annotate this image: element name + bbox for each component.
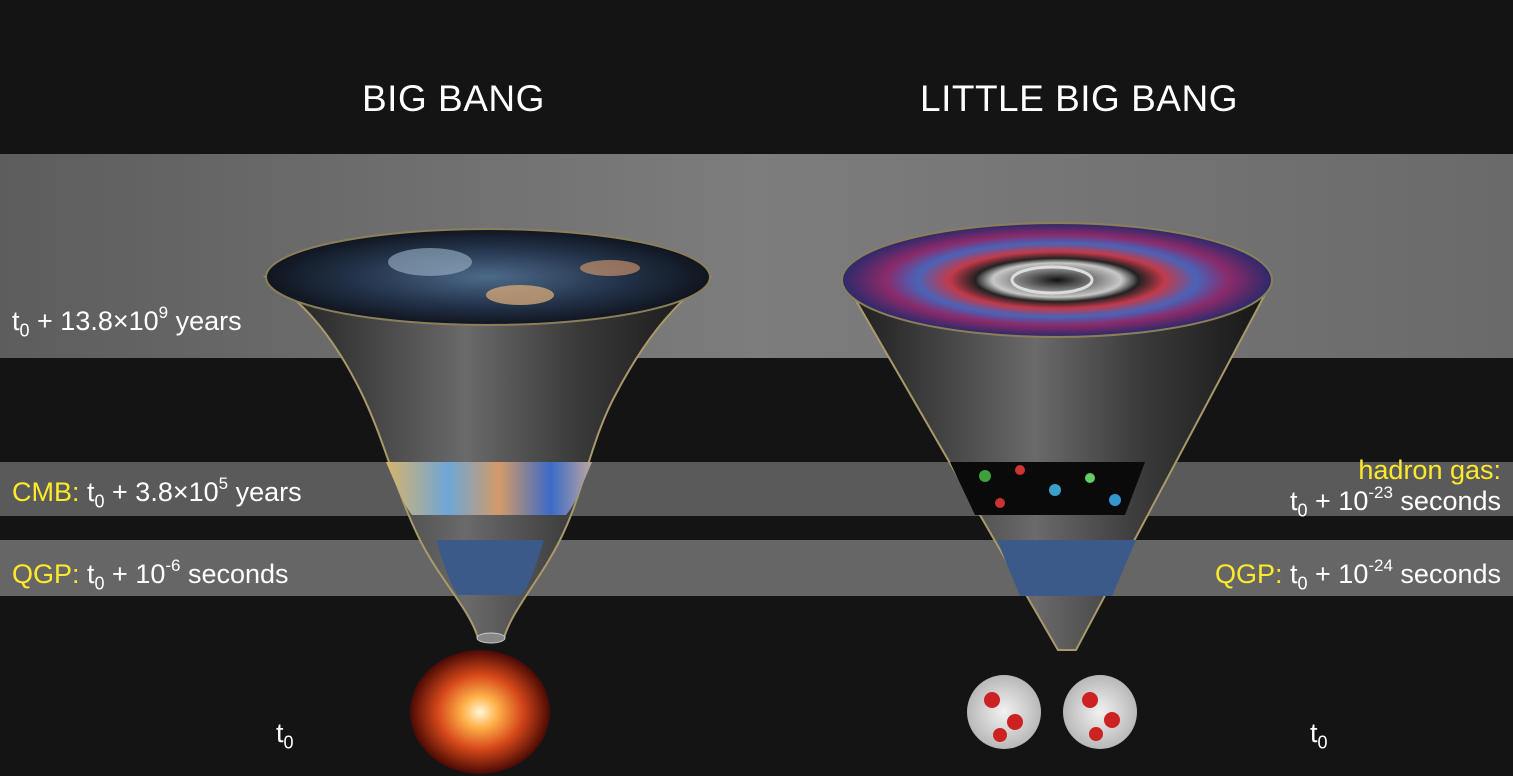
label-cmb: CMB: t0 + 3.8×105 years <box>12 474 302 512</box>
little-big-bang-title: LITTLE BIG BANG <box>920 78 1238 119</box>
label-hadron-gas: hadron gas: t0 + 10-23 seconds <box>1290 455 1501 521</box>
label-qgp-left: QGP: t0 + 10-6 seconds <box>12 556 289 594</box>
hadron-gas-heading: hadron gas: <box>1358 455 1501 485</box>
label-today: t0 + 13.8×109 years <box>12 303 242 341</box>
big-bang-title: BIG BANG <box>362 78 545 119</box>
label-t0-right: t0 <box>1310 718 1328 753</box>
hadron-gas-time: t0 + 10-23 seconds <box>1290 483 1501 521</box>
label-qgp-right: QGP: t0 + 10-24 seconds <box>1214 556 1501 594</box>
label-t0-left: t0 <box>276 718 294 753</box>
